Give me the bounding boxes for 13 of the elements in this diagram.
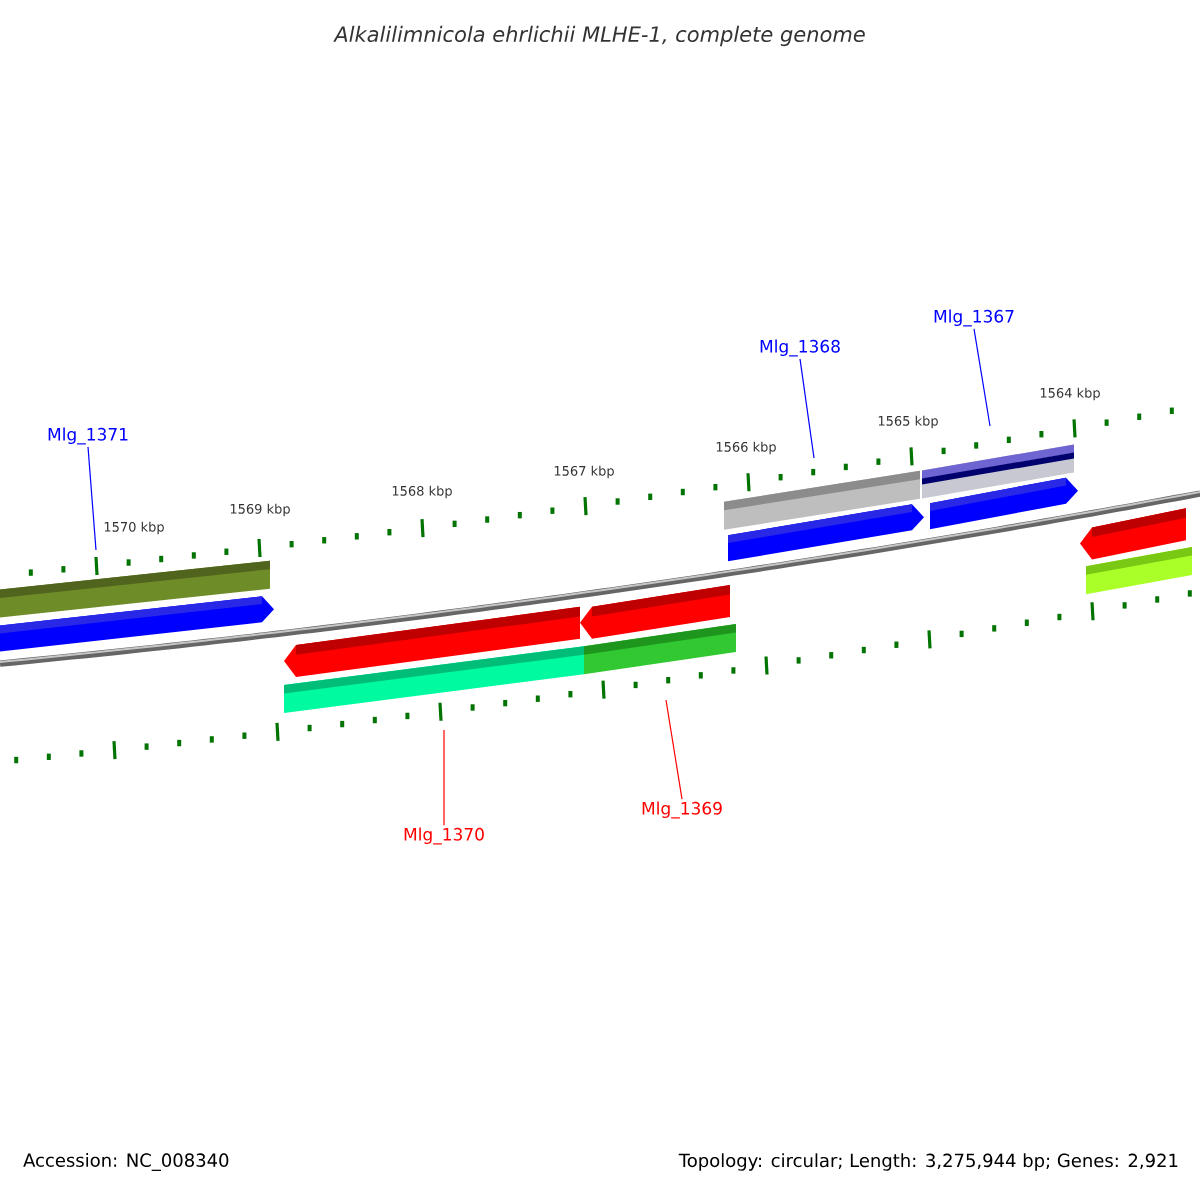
leader-line bbox=[443, 729, 445, 826]
accession-text: Accession: NC_008340 bbox=[23, 1153, 229, 1171]
gene-label: Mlg_1369 bbox=[642, 801, 722, 819]
gene-label: Mlg_1371 bbox=[48, 427, 128, 445]
leader-line bbox=[799, 358, 815, 459]
gene-label: Mlg_1368 bbox=[760, 339, 840, 357]
gene-label: Mlg_1367 bbox=[934, 309, 1014, 327]
genome-info-text: Topology: circular; Length: 3,275,944 bp; Genes: 2,921 bbox=[678, 1153, 1178, 1171]
leader-line bbox=[665, 699, 683, 800]
leader-line bbox=[973, 328, 991, 427]
gene-label: Mlg_1370 bbox=[404, 827, 484, 845]
leader-line bbox=[87, 446, 97, 551]
title: Alkalilimnicola ehrlichii MLHE-1, complete genome bbox=[333, 25, 865, 47]
